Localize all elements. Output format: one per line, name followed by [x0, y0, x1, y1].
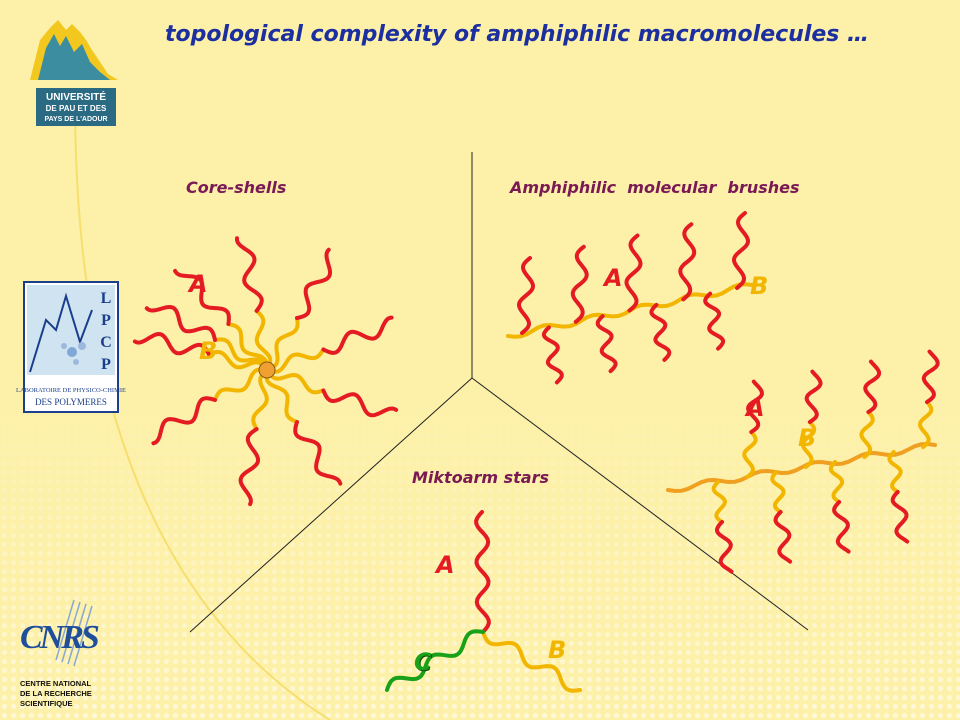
core-shell-core	[258, 361, 276, 379]
section-label-core-shells: Core-shells	[186, 178, 287, 197]
lpcp-molecule-icon	[61, 342, 86, 365]
brush-top-side-chain	[624, 233, 643, 313]
brush-bottom-side-chain-b	[742, 430, 758, 479]
section-label-miktoarm: Miktoarm stars	[412, 468, 549, 487]
page-title: topological complexity of amphiphilic ma…	[165, 22, 870, 47]
brush-bottom-side-chain-a	[715, 520, 734, 574]
core-shell-arm-b	[213, 337, 269, 372]
brush-bottom-side-chain-b	[887, 450, 903, 494]
core-shell-arm-b	[213, 367, 269, 402]
university-logo: UNIVERSITÉ DE PAU ET DES PAYS DE L'ADOUR	[30, 20, 118, 126]
miktoarm-arm-a	[474, 510, 491, 634]
brush-top-side-chain	[678, 222, 697, 302]
brush-bottom-label-a: A	[746, 394, 765, 422]
section-label-brushes: Amphiphilic molecular brushes	[510, 178, 800, 197]
brush-top-side-chain	[703, 291, 726, 351]
brush-bottom-label-b: B	[798, 424, 817, 452]
brush-bottom-side-chain-a	[832, 500, 851, 554]
core-shell-arm-a	[321, 388, 399, 418]
lpcp-letter-4: P	[101, 356, 111, 373]
molecular-brush-top	[506, 211, 754, 385]
background-arc	[74, 99, 331, 720]
core-shell-arm-b	[207, 350, 269, 372]
cnrs-logo-mark: CNRS	[20, 619, 99, 656]
brush-bottom-side-chain-b	[859, 410, 875, 459]
miktoarm-label-b: B	[548, 636, 567, 664]
cnrs-logo-line1: CENTRE NATIONAL	[20, 679, 92, 688]
core-shell-arm-a	[293, 420, 343, 486]
core-shell-arm-a	[173, 268, 231, 326]
lpcp-logo-line1: LABORATOIRE DE PHYSICO-CHIMIE	[16, 387, 126, 394]
brush-bottom-side-chain-b	[711, 480, 727, 524]
core-shell-arm-a	[144, 305, 217, 342]
miktoarm-arm-c	[385, 629, 485, 692]
miktoarm-label-c: C	[414, 648, 432, 676]
brush-bottom-side-chain-a	[921, 349, 940, 404]
brush-top-side-chain	[649, 302, 672, 362]
core-shell-label-b: B	[199, 337, 218, 365]
lpcp-letter-2: P	[101, 312, 111, 329]
molecular-brush-bottom	[666, 349, 940, 574]
cnrs-logo-line3: SCIENTIFIQUE	[20, 699, 73, 708]
brush-bottom-side-chain-a	[863, 359, 882, 414]
brush-top-side-chain	[517, 256, 535, 335]
university-logo-line2: DE PAU ET DES	[46, 104, 107, 113]
brush-bottom-side-chain-b	[828, 460, 845, 504]
brush-top-side-chain	[732, 211, 750, 290]
brush-bottom-side-chain-a	[890, 490, 910, 544]
brush-top-side-chain	[570, 244, 589, 324]
core-shell-arm-a	[321, 315, 394, 355]
core-shell-arm-b	[226, 322, 269, 372]
brush-top-label-a: A	[604, 264, 623, 292]
core-shell-arm-b	[254, 308, 273, 372]
university-logo-line3: PAYS DE L'ADOUR	[44, 116, 107, 123]
miktoarm-star-diagram	[385, 510, 582, 693]
brush-top-label-b: B	[750, 272, 769, 300]
brush-top-side-chain	[595, 314, 618, 374]
lpcp-logo: L P C P LABORATOIRE DE PHYSICO-CHIMIE DE…	[16, 281, 126, 413]
core-shell-arm-a	[151, 396, 217, 446]
miktoarm-label-a: A	[436, 551, 455, 579]
core-shell-diagram	[132, 236, 399, 507]
brush-bottom-side-chain-b	[800, 420, 817, 469]
core-shell-arm-a	[235, 236, 264, 313]
brush-bottom-side-chain-b	[770, 470, 786, 514]
brush-bottom-side-chain-b	[918, 400, 934, 449]
core-shell-arm-b	[265, 347, 326, 374]
core-shell-arm-a	[132, 332, 211, 357]
divider-lines	[189, 152, 809, 633]
core-shell-arm-a	[295, 247, 332, 320]
core-shell-arm-a	[238, 427, 261, 507]
cnrs-logo: CNRS CENTRE NATIONAL DE LA RECHERCHE SCI…	[20, 599, 102, 708]
brush-top-side-chain	[541, 325, 564, 385]
core-shell-arm-b	[264, 368, 299, 424]
core-shell-arm-b	[251, 368, 269, 432]
lpcp-letter-3: C	[100, 334, 112, 351]
core-shell-label-a: A	[189, 270, 208, 298]
core-shell-arm-b	[265, 368, 326, 395]
brush-bottom-side-chain-a	[746, 379, 764, 434]
lpcp-letter-1: L	[101, 290, 112, 307]
brush-bottom-side-chain-a	[804, 369, 823, 424]
core-shell-arm-b	[265, 316, 300, 372]
lpcp-logo-line2: DES POLYMERES	[35, 397, 107, 407]
cnrs-logo-line2: DE LA RECHERCHE	[20, 689, 92, 698]
brush-bottom-side-chain-a	[773, 510, 793, 564]
university-logo-line1: UNIVERSITÉ	[46, 90, 106, 103]
miktoarm-arm-b	[481, 630, 582, 693]
